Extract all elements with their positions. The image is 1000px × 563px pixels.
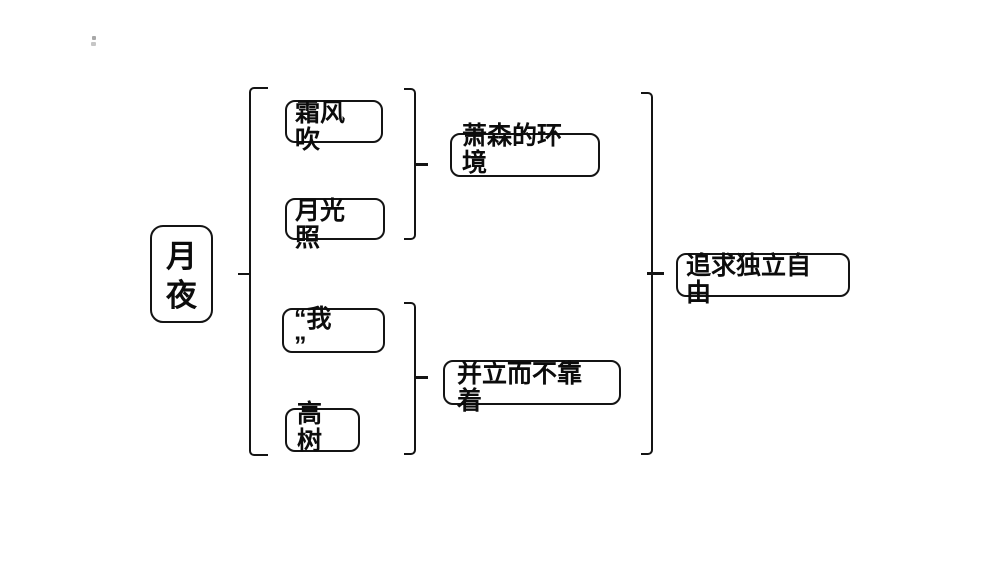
node-tall-tree: 高 树: [285, 401, 360, 455]
stray-mark: [92, 36, 96, 40]
node-standing-apart-label: 并立而不靠 着: [457, 360, 583, 415]
bracket-root-children: [249, 87, 268, 456]
node-frost-wind-label: 霜风 吹: [295, 99, 346, 154]
node-frost-wind-blows: 霜风 吹: [285, 100, 383, 154]
node-bleak-environment-summary: 萧森的环 境: [450, 123, 600, 177]
bracket-conclusion-tick: [647, 272, 664, 275]
node-root-moonlit-night: 月 夜: [150, 225, 213, 323]
node-moonlight-shines: 月光 照: [285, 198, 385, 252]
node-me-label: “我 ”: [294, 305, 332, 360]
bracket-root-tick: [238, 272, 251, 275]
bracket-group2-tick: [415, 376, 428, 379]
node-standing-apart-summary: 并立而不靠 着: [443, 360, 621, 415]
bracket-group1-tick: [415, 163, 428, 166]
node-tall-tree-label: 高 树: [297, 400, 323, 455]
node-bleak-environment-label: 萧森的环 境: [462, 122, 563, 177]
node-moonlight-label: 月光 照: [295, 197, 346, 252]
bracket-group2: [404, 302, 416, 455]
node-me: “我 ”: [282, 306, 385, 360]
node-conclusion-label: 追求独立自 由: [686, 252, 812, 307]
node-root-label: 月 夜: [166, 239, 197, 313]
node-conclusion-independence-freedom: 追求独立自 由: [676, 253, 850, 307]
stray-mark: [91, 42, 96, 46]
